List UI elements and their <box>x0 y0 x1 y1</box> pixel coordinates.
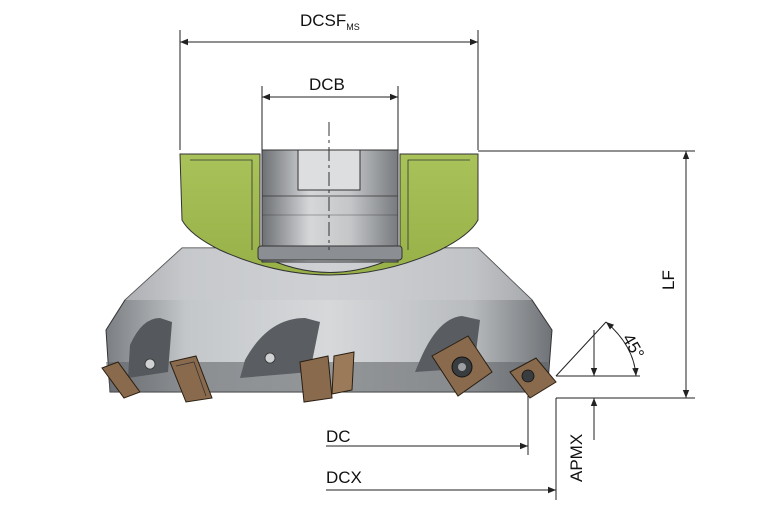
angle-label: 45° <box>619 331 648 363</box>
dimension-lf: LF <box>478 150 695 399</box>
insert <box>264 351 355 403</box>
apmx-label: APMX <box>567 434 586 482</box>
dimension-dcsf: DCSFMS <box>179 11 479 150</box>
insert <box>509 357 557 399</box>
cutter-body <box>101 122 557 403</box>
dcb-label: DCB <box>309 75 345 94</box>
arbor-bore <box>257 149 403 263</box>
cutter-section-green <box>179 153 479 276</box>
dc-label: DC <box>326 427 351 446</box>
dimension-apmx: APMX <box>556 330 602 482</box>
dimension-dcx: DCX <box>326 398 557 500</box>
dimension-angle: 45° <box>555 321 648 377</box>
dcsf-label: DCSFMS <box>300 11 360 32</box>
lf-label: LF <box>659 270 678 290</box>
insert <box>101 358 156 399</box>
flute-pocket <box>128 318 172 378</box>
dimension-dcb: DCB <box>261 75 399 150</box>
insert <box>169 355 213 403</box>
dcx-label: DCX <box>326 468 362 487</box>
insert <box>431 335 493 397</box>
dimension-dc: DC <box>326 396 529 455</box>
